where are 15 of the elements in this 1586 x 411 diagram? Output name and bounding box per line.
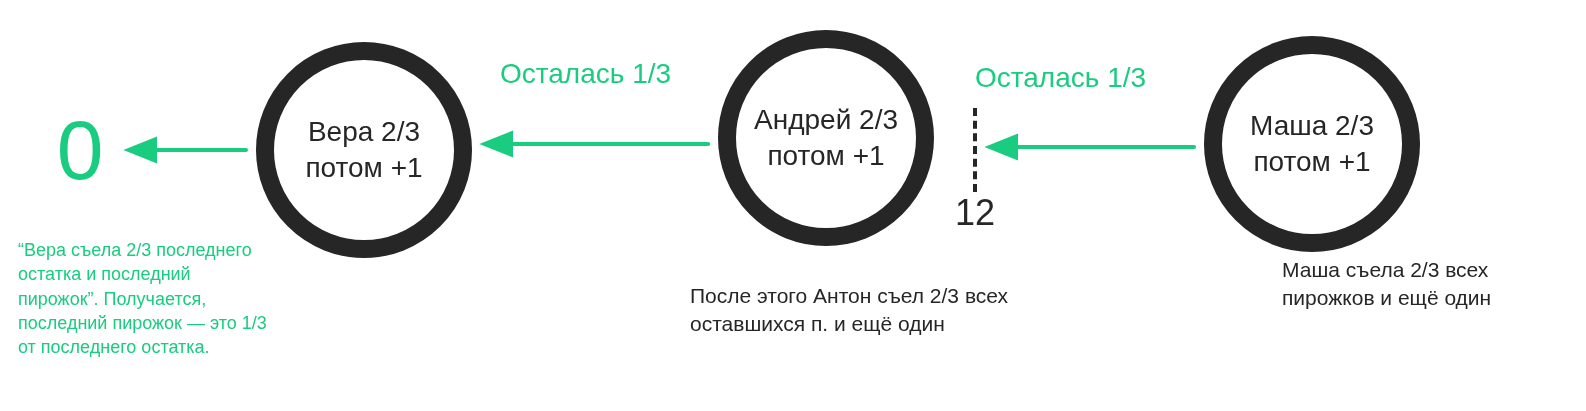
- handwritten-number: 12: [955, 192, 996, 234]
- note-text: После этого Антон съел 2/3 всех оставшихся п. и ещё один: [690, 283, 1010, 338]
- node-label: Андрей 2/3 потом +1: [753, 102, 899, 173]
- result-value: 0: [56, 101, 104, 199]
- note-text: Маша съела 2/3 всех пирожков и ещё один: [1282, 257, 1493, 312]
- circle-node: [1204, 36, 1420, 252]
- dashed-divider-line: [973, 108, 977, 192]
- circle-node: [256, 42, 472, 258]
- arrow: [984, 133, 1197, 161]
- circle-node: [718, 30, 934, 246]
- arrow: [123, 136, 248, 164]
- arrow: [479, 130, 711, 158]
- node-label: Вера 2/3 потом +1: [304, 114, 424, 185]
- node-label: Маша 2/3 потом +1: [1249, 108, 1375, 179]
- note-text: “Вера съела 2/3 последнего остатка и последний пирожок”. Получается, последний пирожок — это 1/3 от последнего остатка.: [18, 239, 268, 360]
